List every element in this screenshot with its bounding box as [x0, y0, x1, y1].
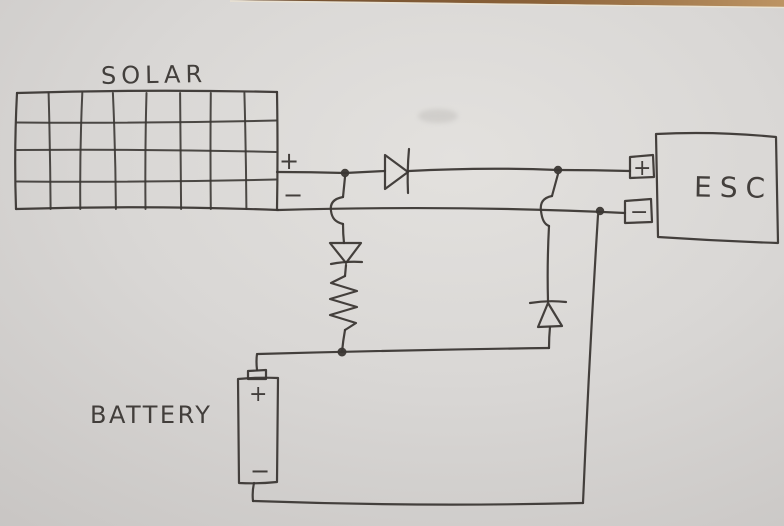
solar-panel-frame [14, 89, 280, 212]
solar-minus-terminal: − [283, 181, 303, 209]
esc-box [654, 131, 780, 245]
battery-positive-terminal: + [249, 382, 267, 407]
wire-charge-branch [341, 222, 346, 245]
discharge-branch [528, 172, 568, 350]
wire-solar-positive [275, 167, 632, 175]
paper-edge-highlight [229, 0, 784, 9]
ink-smudge [418, 109, 458, 123]
wire-charge-branch [343, 263, 348, 278]
solar-cell-line [79, 92, 84, 210]
solar-label: SOLAR [101, 60, 208, 90]
charge-diode [328, 241, 364, 266]
solar-plus-terminal: + [279, 147, 299, 175]
solar-cell-line [16, 119, 277, 124]
wire-crossover-hop [539, 194, 554, 228]
wire-crossover-hop [329, 195, 345, 226]
esc-minus-terminal: − [630, 200, 648, 225]
junction-dot-esc-positive [553, 165, 563, 175]
current-limit-resistor [328, 274, 359, 332]
battery-label: BATTERY [90, 401, 212, 429]
charge-branch [328, 175, 364, 354]
battery-negative-terminal: − [250, 457, 270, 485]
solar-cell-line [16, 178, 277, 183]
battery-positive-nub [246, 368, 268, 381]
junction-dot-battery-positive [337, 347, 347, 357]
solar-cell-line [111, 92, 117, 210]
wire-battery-positive [256, 346, 551, 356]
wire-charge-branch [341, 175, 347, 199]
junction-dot-solar-positive [340, 168, 350, 178]
junction-dot-esc-negative [595, 206, 605, 216]
solar-panel-grid [16, 92, 277, 210]
blocking-diode [383, 147, 411, 195]
wood-table-edge [228, 0, 784, 7]
battery-body [236, 376, 280, 485]
wire-discharge-branch [550, 172, 560, 198]
wire-discharge-branch [546, 224, 551, 303]
battery: BATTERY + − [90, 352, 280, 485]
solar-cell-line [47, 92, 52, 210]
esc-minus-terminal-box [623, 197, 654, 225]
esc-plus-terminal: + [633, 156, 651, 181]
wire-solar-negative [276, 206, 627, 215]
wire-battery-positive [255, 352, 259, 372]
solar-panel: SOLAR + − [14, 60, 303, 212]
solar-cell-line [144, 92, 148, 210]
wire-discharge-branch [547, 325, 552, 350]
esc-plus-terminal-box [628, 153, 656, 180]
wire-battery-negative [251, 213, 600, 506]
esc: + − ESC [623, 131, 780, 245]
esc-label: ESC [694, 170, 774, 204]
solar-cell-line [16, 148, 277, 153]
